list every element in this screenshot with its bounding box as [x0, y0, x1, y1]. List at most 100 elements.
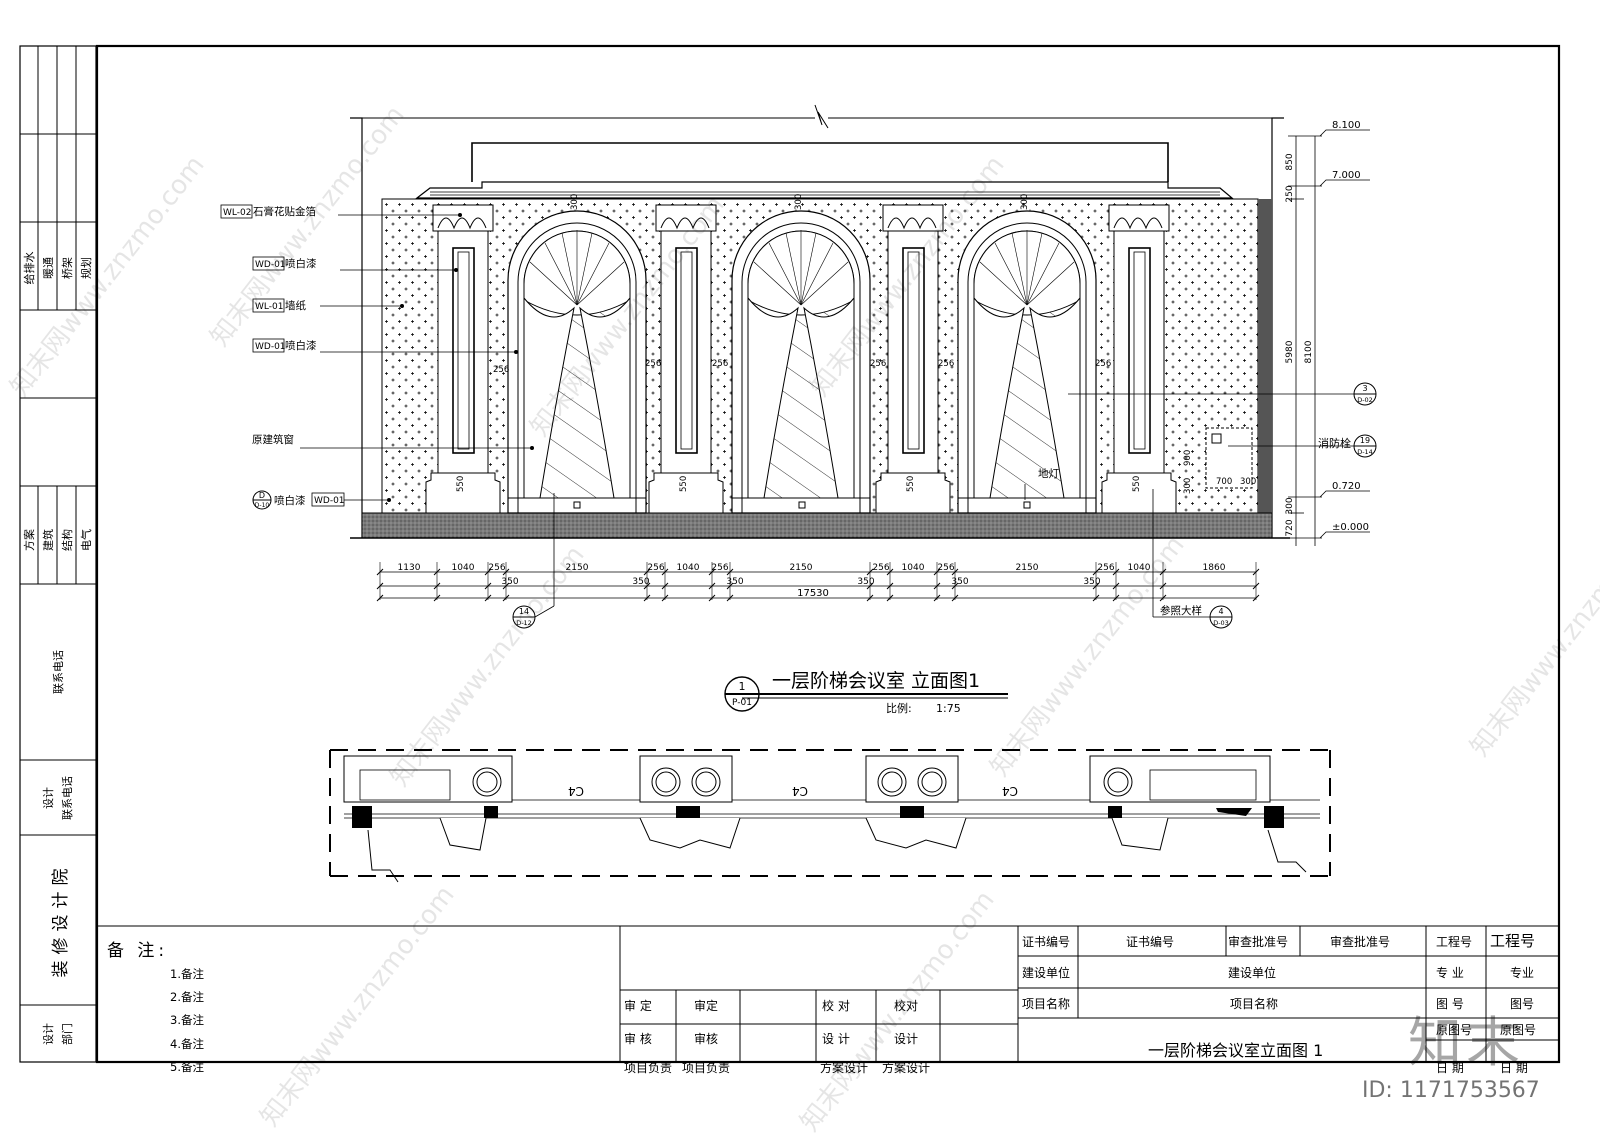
- svg-text:WD-01: WD-01: [255, 260, 286, 270]
- svg-text:1.备注: 1.备注: [170, 967, 204, 981]
- svg-text:校 对: 校 对: [822, 998, 850, 1013]
- svg-text:喷白漆: 喷白漆: [274, 494, 306, 507]
- svg-text:350: 350: [632, 577, 649, 587]
- svg-text:P-01: P-01: [732, 698, 752, 708]
- svg-text:校对: 校对: [894, 998, 918, 1013]
- svg-text:WL-02: WL-02: [223, 208, 251, 218]
- svg-text:256: 256: [937, 563, 954, 573]
- svg-text:550: 550: [456, 476, 466, 492]
- svg-text:256: 256: [1097, 563, 1114, 573]
- floor-light-icon: [798, 501, 806, 509]
- vertical-dimensions: 850 250 5980 8100 300 720: [1285, 153, 1314, 536]
- svg-text:原图号: 原图号: [1500, 1023, 1536, 1037]
- svg-text:2150: 2150: [1016, 563, 1039, 573]
- svg-text:550: 550: [679, 476, 689, 492]
- svg-text:日 期: 日 期: [1500, 1061, 1528, 1075]
- svg-text:图 号: 图 号: [1436, 997, 1464, 1011]
- svg-text:建筑: 建筑: [41, 529, 55, 551]
- svg-text:建设单位: 建设单位: [1228, 965, 1276, 980]
- svg-text:256: 256: [938, 359, 954, 369]
- svg-text:给排水: 给排水: [22, 252, 36, 285]
- svg-text:550: 550: [1132, 476, 1142, 492]
- svg-text:联系电话: 联系电话: [52, 650, 65, 694]
- side-strip-labels: 给排水 暖通 桥架 规划 方案 建筑 结构 电气 联系电话 设计 联系电话 装修…: [22, 252, 93, 1046]
- svg-text:C4: C4: [792, 784, 808, 798]
- fire-hydrant-box: [1205, 427, 1253, 489]
- svg-text:一层阶梯会议室立面图 1: 一层阶梯会议室立面图 1: [1148, 1041, 1323, 1060]
- svg-text:原建筑窗: 原建筑窗: [252, 433, 294, 446]
- window-labels: C4 C4 C4: [568, 784, 1018, 798]
- svg-text:4: 4: [1218, 607, 1223, 616]
- title-block-grid: [97, 925, 1559, 1062]
- svg-text:250: 250: [1285, 185, 1295, 202]
- svg-text:结构: 结构: [60, 529, 74, 551]
- svg-text:4.备注: 4.备注: [170, 1037, 204, 1051]
- svg-text:5980: 5980: [1285, 340, 1295, 363]
- info-table: 证书编号 证书编号 审查批准号 审查批准号 工程号 工程号 建设单位 建设单位 …: [1022, 932, 1536, 1075]
- svg-text:19: 19: [1360, 436, 1370, 445]
- svg-text:WL-01: WL-01: [255, 302, 283, 312]
- svg-text:审核: 审核: [694, 1031, 718, 1046]
- svg-text:350: 350: [1083, 577, 1100, 587]
- svg-text:项目负责: 项目负责: [624, 1061, 672, 1075]
- svg-text:D-12: D-12: [516, 619, 532, 627]
- svg-text:3: 3: [1362, 384, 1367, 393]
- svg-text:256: 256: [1095, 359, 1111, 369]
- svg-text:350: 350: [726, 577, 743, 587]
- svg-text:300: 300: [570, 194, 580, 210]
- svg-text:桥架: 桥架: [61, 257, 74, 279]
- svg-text:C4: C4: [1002, 784, 1018, 798]
- svg-text:1:75: 1:75: [936, 702, 961, 715]
- svg-text:专业: 专业: [1510, 965, 1534, 980]
- svg-text:审查批准号: 审查批准号: [1330, 934, 1390, 949]
- notes-section: 备 注: 1.备注 2.备注 3.备注 4.备注 5.备注: [107, 941, 204, 1074]
- svg-text:部门: 部门: [60, 1023, 74, 1045]
- svg-text:1: 1: [739, 680, 746, 693]
- svg-text:参照大样: 参照大样: [1160, 604, 1202, 617]
- svg-text:2150: 2150: [566, 563, 589, 573]
- svg-text:项目名称: 项目名称: [1230, 996, 1278, 1011]
- svg-text:7.000: 7.000: [1332, 170, 1361, 181]
- svg-text:规划: 规划: [79, 257, 93, 279]
- svg-text:14: 14: [519, 607, 529, 616]
- svg-text:工程号: 工程号: [1490, 932, 1535, 950]
- svg-text:256: 256: [493, 365, 509, 375]
- svg-text:设 计: 设 计: [822, 1032, 850, 1046]
- svg-text:暖通: 暖通: [42, 257, 55, 279]
- svg-text:设计: 设计: [42, 1023, 55, 1045]
- svg-text:8.100: 8.100: [1332, 120, 1361, 131]
- svg-text:700: 700: [1216, 477, 1232, 487]
- svg-text:350: 350: [857, 577, 874, 587]
- svg-text:17530: 17530: [797, 588, 829, 599]
- svg-text:256: 256: [647, 563, 664, 573]
- svg-text:证书编号: 证书编号: [1022, 934, 1070, 949]
- svg-text:审定: 审定: [694, 998, 718, 1013]
- horizontal-dimensions: 1130 1040 256 2150 256 1040 256 2150 256…: [398, 563, 1226, 599]
- svg-text:WD-01: WD-01: [314, 496, 345, 506]
- svg-text:一层阶梯会议室 立面图1: 一层阶梯会议室 立面图1: [772, 670, 980, 692]
- svg-text:备 注:: 备 注:: [107, 941, 168, 961]
- svg-text:D-10: D-10: [255, 502, 270, 509]
- svg-text:地灯: 地灯: [1038, 467, 1060, 480]
- svg-text:1860: 1860: [1203, 563, 1226, 573]
- svg-text:日 期: 日 期: [1436, 1061, 1464, 1075]
- svg-text:2.备注: 2.备注: [170, 990, 204, 1004]
- svg-text:设计: 设计: [894, 1032, 918, 1046]
- svg-text:300: 300: [1285, 497, 1295, 514]
- svg-text:电气: 电气: [79, 529, 93, 551]
- bottom-references: 14 D-12 参照大样 4 D-03: [512, 489, 1233, 629]
- svg-text:1130: 1130: [398, 563, 421, 573]
- floor-light-icon: [1023, 501, 1031, 509]
- svg-text:D-02: D-02: [1357, 396, 1373, 404]
- svg-text:工程号: 工程号: [1436, 934, 1472, 949]
- svg-text:图号: 图号: [1510, 997, 1534, 1011]
- svg-text:2150: 2150: [790, 563, 813, 573]
- svg-text:256: 256: [712, 359, 728, 369]
- svg-text:3.备注: 3.备注: [170, 1013, 204, 1027]
- svg-text:原图号: 原图号: [1436, 1023, 1472, 1037]
- sign-table: 审 定 审定 校 对 校对 审 核 审核 设 计 设计 项目负责 项目负责 方案…: [624, 998, 930, 1075]
- svg-text:300: 300: [1240, 477, 1256, 487]
- svg-text:5.备注: 5.备注: [170, 1060, 204, 1074]
